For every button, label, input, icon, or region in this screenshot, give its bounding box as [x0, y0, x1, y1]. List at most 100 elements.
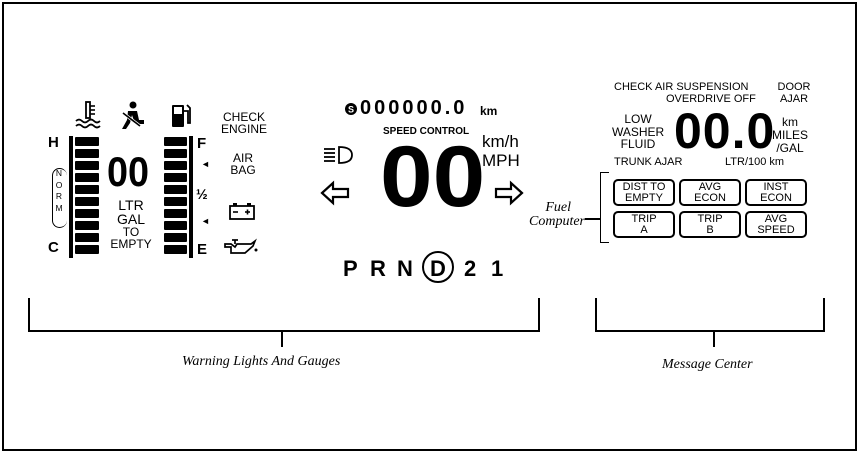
check-engine-light: CHECK ENGINE [220, 111, 268, 135]
coolant-temperature-icon [75, 101, 101, 129]
temp-hot-label: H [48, 134, 59, 151]
temp-bar-segment [75, 185, 99, 194]
battery-icon [229, 203, 255, 220]
gear-2: 2 [464, 256, 477, 281]
door-ajar-msg: DOOR AJAR [772, 81, 816, 105]
temp-cold-label: C [48, 239, 59, 256]
range-to-label: TO [122, 225, 140, 239]
headlight-icon [324, 146, 353, 164]
fuel-full-label: F [197, 135, 207, 152]
fuel-half-label: ½ [196, 186, 208, 202]
trip-b-button[interactable]: TRIP B [679, 211, 741, 238]
dist-to-empty-button[interactable]: DIST TO EMPTY [613, 179, 675, 206]
button-line1: DIST TO [622, 180, 666, 193]
selected-gear-circle [422, 251, 454, 283]
range-digits: 00 [107, 148, 150, 195]
temp-bar-segment [75, 221, 99, 230]
seatbelt-icon [122, 101, 144, 129]
low-washer-line2: WASHER [612, 124, 665, 139]
warning-gauges-bracket [28, 298, 540, 332]
check-engine-line1: CHECK [222, 110, 265, 124]
avg-speed-button[interactable]: AVG SPEED [745, 211, 807, 238]
ltr-100km-msg: LTR/100 km [725, 156, 785, 168]
fuel-bar-segment [164, 245, 187, 254]
fuel-bar-segment [164, 185, 187, 194]
svg-text:S: S [348, 105, 354, 115]
message-center-caption: Message Center [662, 357, 753, 372]
air-bag-line1: AIR [232, 151, 253, 165]
fuel-computer-label: Fuel Computer [513, 201, 585, 229]
norm-bracket [52, 168, 67, 228]
fuel-bar-segment [164, 161, 187, 170]
warning-lights-caption: Warning Lights And Gauges [182, 354, 341, 369]
gear-1: 1 [491, 256, 504, 281]
air-bag-light: AIR BAG [222, 152, 264, 176]
temp-bar-segment [75, 173, 99, 182]
range-unit-gal: GAL [116, 211, 145, 227]
button-line2: ECON [760, 191, 792, 204]
air-bag-line2: BAG [230, 163, 256, 177]
temp-bar-segment [75, 149, 99, 158]
trunk-ajar-msg: TRUNK AJAR [614, 156, 683, 168]
speed-unit-mph: MPH [482, 151, 520, 170]
button-line1: INST [763, 180, 789, 193]
fuel-pointer-icon: ◄ [201, 216, 210, 226]
unit-miles: MILES [771, 128, 808, 142]
door-ajar-line1: DOOR [777, 81, 811, 93]
odometer-digits: 000000.0 [360, 97, 468, 119]
temp-bar-segment [75, 233, 99, 242]
button-line1: TRIP [631, 212, 657, 225]
temp-bar-segment [75, 245, 99, 254]
fuel-computer-bracket [600, 172, 609, 243]
button-line1: AVG [764, 212, 788, 225]
odometer-unit: km [480, 104, 498, 118]
message-center-bracket-stem [713, 331, 715, 347]
message-center-bracket [595, 298, 825, 332]
fuel-computer-label-line2: Computer [529, 214, 585, 229]
button-line1: TRIP [697, 212, 723, 225]
gear-r: R [370, 256, 386, 281]
temp-bar-segment [75, 209, 99, 218]
gear-n: N [397, 256, 413, 281]
button-line2: B [706, 223, 714, 236]
low-washer-line1: LOW [624, 112, 652, 126]
trip-a-button[interactable]: TRIP A [613, 211, 675, 238]
oil-pressure-icon [224, 238, 258, 254]
fuel-bar-segment [164, 137, 187, 146]
norm-label: NORM [55, 168, 63, 213]
low-washer-fluid-msg: LOW WASHER FLUID [612, 113, 664, 151]
right-turn-signal-icon [494, 180, 524, 206]
low-washer-line3: FLUID [620, 137, 656, 151]
speed-control-label: SPEED CONTROL [383, 126, 470, 137]
check-air-suspension-msg: CHECK AIR SUSPENSION [614, 81, 749, 93]
range-unit-ltr: LTR [118, 197, 144, 213]
fuel-bar-segment [164, 209, 187, 218]
fuel-bar-segment [164, 233, 187, 242]
door-ajar-line2: AJAR [779, 93, 809, 105]
temp-bar-segment [75, 137, 99, 146]
odometer-s-icon: S [345, 103, 357, 115]
unit-gal: /GAL [776, 141, 804, 155]
button-line2: ECON [694, 191, 726, 204]
button-line1: AVG [698, 180, 722, 193]
fuel-bar-segment [164, 197, 187, 206]
overdrive-off-msg: OVERDRIVE OFF [666, 93, 756, 105]
avg-econ-button[interactable]: AVG ECON [679, 179, 741, 206]
warning-gauges-bracket-stem [281, 331, 283, 347]
check-engine-line2: ENGINE [220, 122, 267, 136]
button-line2: EMPTY [625, 191, 663, 204]
message-center-units: km MILES /GAL [764, 116, 816, 155]
fuel-pump-icon [172, 104, 191, 127]
inst-econ-button[interactable]: INST ECON [745, 179, 807, 206]
button-line2: SPEED [757, 223, 795, 236]
temp-bar-segment [75, 161, 99, 170]
range-empty-label: EMPTY [110, 237, 152, 251]
fuel-bar-segment [164, 173, 187, 182]
unit-km: km [782, 115, 798, 129]
speed-digits: 00 [380, 129, 486, 225]
temp-bar-segment [75, 197, 99, 206]
fuel-computer-pointer-line [585, 218, 601, 220]
button-line2: A [640, 223, 648, 236]
fuel-empty-label: E [197, 241, 208, 258]
fuel-bar-segment [164, 221, 187, 230]
